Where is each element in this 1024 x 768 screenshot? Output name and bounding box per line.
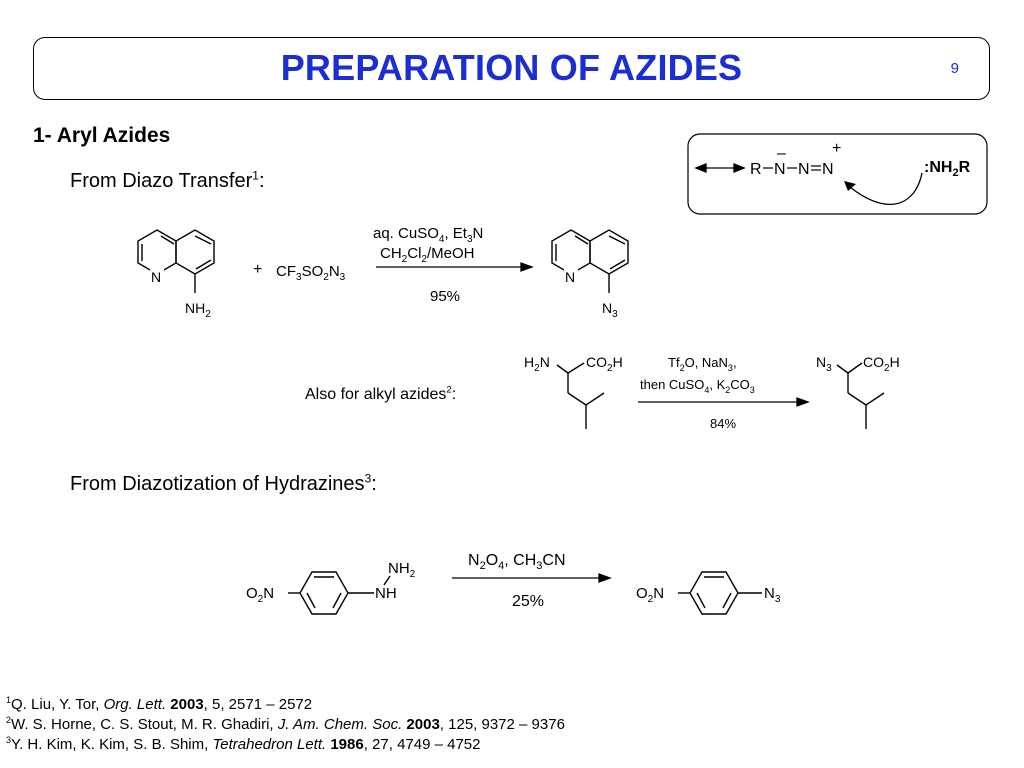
slide-title: PREPARATION OF AZIDES bbox=[280, 47, 743, 88]
plus-sign: + bbox=[253, 261, 262, 278]
acid-co2h: CO2H bbox=[586, 354, 623, 374]
amino-group: NH2 bbox=[185, 300, 211, 320]
diazotization-label: From Diazotization of Hydrazines3: bbox=[70, 471, 377, 495]
section-heading: 1- Aryl Azides bbox=[33, 124, 171, 147]
azide-minus: – bbox=[777, 145, 786, 162]
azide-n2: N bbox=[798, 161, 810, 178]
reference-2: 2W. S. Horne, C. S. Stout, M. R. Ghadiri… bbox=[6, 715, 565, 734]
amine-h2n: H2N bbox=[524, 354, 550, 374]
conditions2-line2: then CuSO4, K2CO3 bbox=[640, 377, 755, 395]
triflyl-azide: CF3SO2N3 bbox=[276, 263, 346, 283]
azide-n3: N bbox=[822, 161, 834, 178]
azido-group: N3 bbox=[602, 300, 618, 320]
conditions-line2: CH2Cl2/MeOH bbox=[380, 245, 474, 265]
reaction-arrow-2 bbox=[638, 397, 810, 407]
conditions2-line1: Tf2O, NaN3, bbox=[668, 355, 737, 373]
azidoquinoline-structure bbox=[551, 229, 629, 293]
reaction-arrow-3 bbox=[452, 573, 612, 583]
yield-1: 95% bbox=[430, 288, 460, 305]
hydrazine-benzene-ring bbox=[288, 571, 391, 615]
nitro-group: O2N bbox=[246, 585, 274, 605]
conditions3: N2O4, CH3CN bbox=[468, 552, 566, 572]
quinoline-n: N bbox=[151, 269, 161, 285]
reaction-diazo-transfer: N NH2 + CF3SO2N3 aq. CuSO4, Et3N CH2Cl2/… bbox=[137, 225, 629, 320]
reaction-alkyl-azide: H2N CO2H Tf2O, NaN3, then CuSO4, K2CO3 8… bbox=[524, 354, 900, 431]
product-quinoline-n: N bbox=[565, 269, 575, 285]
aryl-azide-benzene-ring bbox=[678, 571, 762, 615]
azido-acid-skeleton bbox=[836, 362, 885, 429]
azide-resonance-diagram: R N – N N + :NH2R bbox=[687, 133, 988, 215]
hydrazine-nh2: NH2 bbox=[388, 560, 416, 580]
product-co2h: CO2H bbox=[863, 354, 900, 374]
resonance-arrow bbox=[694, 163, 746, 173]
title-box: PREPARATION OF AZIDES 9 bbox=[33, 37, 990, 100]
nucleophilic-attack-arrow bbox=[849, 172, 923, 205]
azide-r: R bbox=[750, 161, 762, 178]
amine-nucleophile: :NH2R bbox=[924, 159, 971, 179]
conditions-line1: aq. CuSO4, Et3N bbox=[373, 225, 483, 245]
product-azide: N3 bbox=[764, 585, 781, 605]
yield-3: 25% bbox=[512, 593, 544, 610]
amino-acid-skeleton bbox=[556, 362, 605, 429]
azide-plus: + bbox=[832, 140, 841, 157]
reference-1: 1Q. Liu, Y. Tor, Org. Lett. 2003, 5, 257… bbox=[6, 695, 313, 714]
diazo-transfer-label: From Diazo Transfer1: bbox=[70, 168, 265, 192]
reference-3: 3Y. H. Kim, K. Kim, S. B. Shim, Tetrahed… bbox=[6, 735, 481, 754]
yield-2: 84% bbox=[710, 416, 736, 431]
hydrazine-nh: NH bbox=[375, 585, 397, 602]
azide-n1: N bbox=[774, 161, 786, 178]
reaction-diazotization: O2N NH2 NH N2O4, CH3CN 25% O2N N3 bbox=[246, 552, 781, 615]
slide-number: 9 bbox=[950, 60, 959, 77]
aminoquinoline-structure bbox=[137, 229, 215, 293]
references: 1Q. Liu, Y. Tor, Org. Lett. 2003, 5, 257… bbox=[6, 695, 565, 755]
product-n3: N3 bbox=[816, 354, 832, 374]
reaction-arrow-1 bbox=[376, 262, 534, 272]
alkyl-azides-label: Also for alkyl azides2: bbox=[305, 384, 457, 403]
product-nitro-group: O2N bbox=[636, 585, 664, 605]
